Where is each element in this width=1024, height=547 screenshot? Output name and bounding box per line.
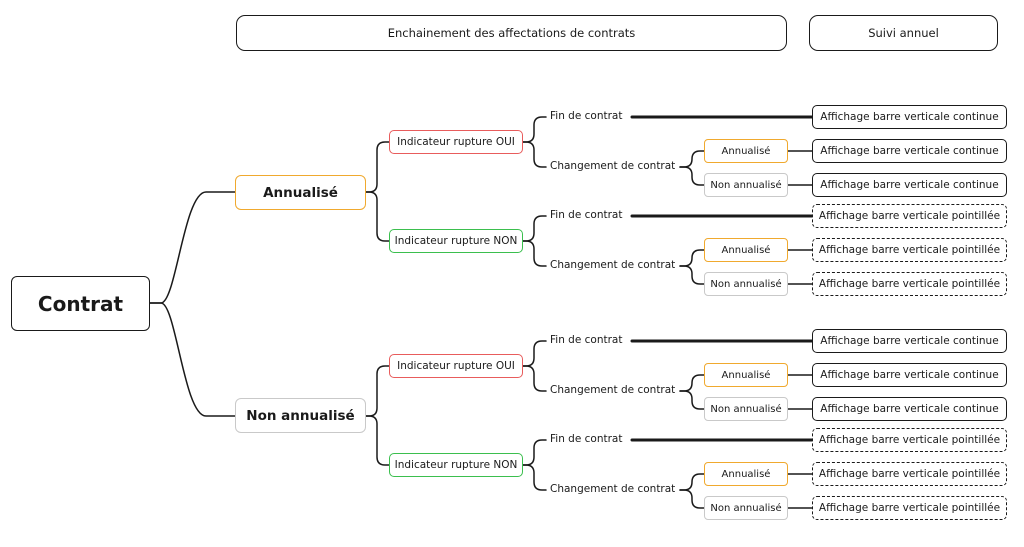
header-annual-box: Suivi annuel: [809, 15, 998, 51]
result-end-g1-i1: Affichage barre verticale pointillée: [812, 428, 1007, 452]
result-end-g0-i0-label: Affichage barre verticale continue: [820, 111, 999, 123]
group-non-annualise-label: Non annualisé: [246, 407, 355, 424]
contract-non-annualise-g1-i0-label: Non annualisé: [710, 403, 782, 415]
contract-non-annualise-g1-i0: Non annualisé: [704, 397, 788, 421]
header-chain-label: Enchainement des affectations de contrat…: [387, 26, 636, 40]
result-change0-g1-i1-label: Affichage barre verticale pointillée: [818, 468, 1001, 480]
contract-non-annualise-g0-i1: Non annualisé: [704, 272, 788, 296]
contract-non-annualise-g1-i1-label: Non annualisé: [710, 502, 782, 514]
end-label-g1-i1: Fin de contrat: [549, 433, 624, 445]
result-change1-g1-i0-label: Affichage barre verticale continue: [820, 403, 999, 415]
contract-annualise-g1-i1: Annualisé: [704, 462, 788, 486]
result-change1-g0-i1-label: Affichage barre verticale pointillée: [818, 278, 1001, 290]
result-change1-g1-i1-label: Affichage barre verticale pointillée: [818, 502, 1001, 514]
group-annualise: Annualisé: [235, 175, 366, 210]
contract-non-annualise-g0-i1-label: Non annualisé: [710, 278, 782, 290]
result-change1-g1-i0: Affichage barre verticale continue: [812, 397, 1007, 421]
contract-annualise-g0-i0-label: Annualisé: [721, 145, 771, 157]
result-change0-g0-i1-label: Affichage barre verticale pointillée: [818, 244, 1001, 256]
result-change1-g1-i1: Affichage barre verticale pointillée: [812, 496, 1007, 520]
indicator-g1-i0: Indicateur rupture OUI: [389, 354, 523, 378]
indicator-g1-i1-label: Indicateur rupture NON: [394, 459, 518, 471]
root-node-contrat: Contrat: [11, 276, 150, 331]
result-end-g0-i1: Affichage barre verticale pointillée: [812, 204, 1007, 228]
contract-annualise-g0-i1: Annualisé: [704, 238, 788, 262]
result-end-g1-i1-label: Affichage barre verticale pointillée: [818, 434, 1001, 446]
result-change1-g0-i0-label: Affichage barre verticale continue: [820, 179, 999, 191]
contract-non-annualise-g0-i0-label: Non annualisé: [710, 179, 782, 191]
indicator-g0-i1: Indicateur rupture NON: [389, 229, 523, 253]
indicator-g0-i1-label: Indicateur rupture NON: [394, 235, 518, 247]
contract-annualise-g1-i0-label: Annualisé: [721, 369, 771, 381]
contract-annualise-g0-i0: Annualisé: [704, 139, 788, 163]
change-label-g0-i1: Changement de contrat: [549, 259, 677, 271]
result-change0-g0-i0-label: Affichage barre verticale continue: [820, 145, 999, 157]
end-label-g1-i0: Fin de contrat: [549, 334, 624, 346]
result-end-g1-i0: Affichage barre verticale continue: [812, 329, 1007, 353]
result-end-g1-i0-label: Affichage barre verticale continue: [820, 335, 999, 347]
indicator-g1-i1: Indicateur rupture NON: [389, 453, 523, 477]
end-label-g0-i0: Fin de contrat: [549, 110, 624, 122]
contract-annualise-g1-i1-label: Annualisé: [721, 468, 771, 480]
result-change0-g1-i0-label: Affichage barre verticale continue: [820, 369, 999, 381]
result-change1-g0-i1: Affichage barre verticale pointillée: [812, 272, 1007, 296]
result-change0-g0-i1: Affichage barre verticale pointillée: [812, 238, 1007, 262]
indicator-g0-i0-label: Indicateur rupture OUI: [397, 136, 515, 148]
indicator-g0-i0: Indicateur rupture OUI: [389, 130, 523, 154]
result-change1-g0-i0: Affichage barre verticale continue: [812, 173, 1007, 197]
contract-annualise-g1-i0: Annualisé: [704, 363, 788, 387]
contract-non-annualise-g1-i1: Non annualisé: [704, 496, 788, 520]
change-label-g0-i0: Changement de contrat: [549, 160, 677, 172]
end-label-g0-i1: Fin de contrat: [549, 209, 624, 221]
contract-annualise-g0-i1-label: Annualisé: [721, 244, 771, 256]
result-end-g0-i1-label: Affichage barre verticale pointillée: [818, 210, 1001, 222]
header-annual-label: Suivi annuel: [868, 26, 939, 40]
root-label: Contrat: [37, 291, 124, 316]
result-end-g0-i0: Affichage barre verticale continue: [812, 105, 1007, 129]
change-label-g1-i1: Changement de contrat: [549, 483, 677, 495]
group-non-annualise: Non annualisé: [235, 398, 366, 433]
group-annualise-label: Annualisé: [263, 184, 338, 201]
result-change0-g1-i0: Affichage barre verticale continue: [812, 363, 1007, 387]
result-change0-g1-i1: Affichage barre verticale pointillée: [812, 462, 1007, 486]
header-chain-box: Enchainement des affectations de contrat…: [236, 15, 787, 51]
change-label-g1-i0: Changement de contrat: [549, 384, 677, 396]
contract-non-annualise-g0-i0: Non annualisé: [704, 173, 788, 197]
indicator-g1-i0-label: Indicateur rupture OUI: [397, 360, 515, 372]
result-change0-g0-i0: Affichage barre verticale continue: [812, 139, 1007, 163]
